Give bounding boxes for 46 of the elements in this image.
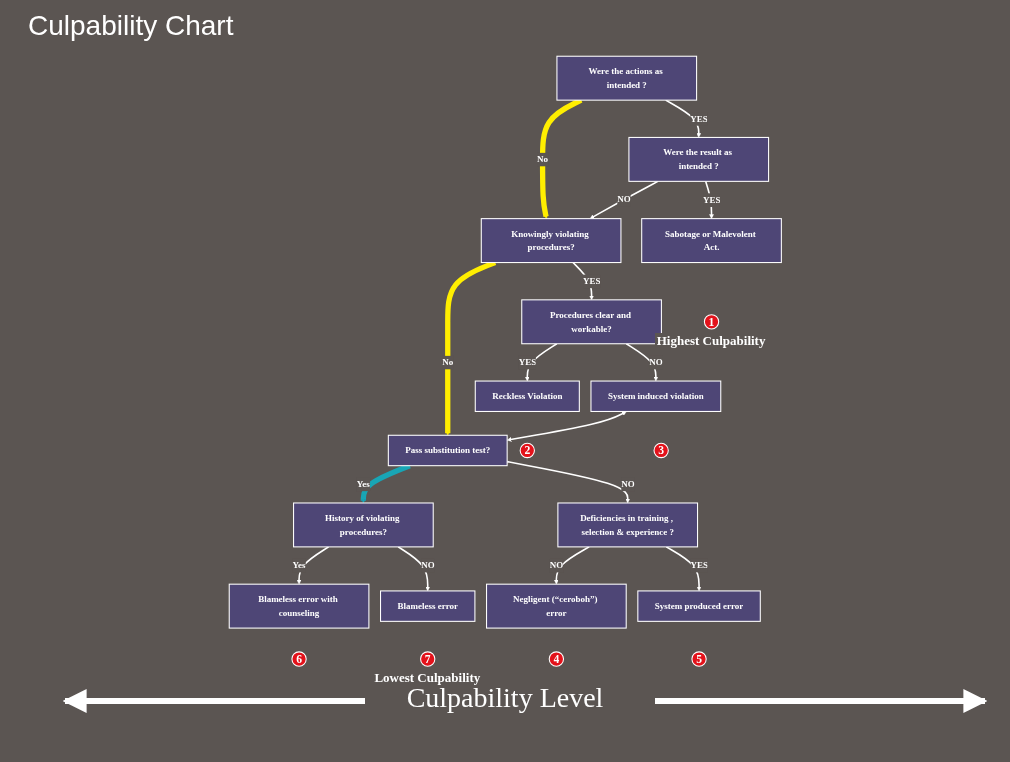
arrow: [506, 411, 627, 442]
arrow: [571, 261, 594, 301]
node-box: Pass substitution test?: [387, 434, 508, 467]
arrow: [296, 546, 330, 585]
arrow: [665, 546, 702, 592]
level-caption: Highest Culpability: [654, 332, 768, 349]
edge-label: YES: [690, 560, 708, 571]
edge-label: Yes: [292, 560, 306, 571]
arrow: [506, 460, 630, 504]
edge-label: YES: [518, 357, 536, 368]
node-box: System induced violation: [590, 380, 721, 412]
chart-title: Culpability Chart: [28, 10, 234, 42]
node-box: History of violating procedures?: [292, 502, 434, 548]
node-box: Reckless Violation: [474, 380, 580, 412]
node-circle: 6: [291, 651, 307, 667]
edge-label: YES: [582, 276, 601, 287]
edge-label: NO: [616, 194, 631, 205]
edge-label: No: [536, 154, 548, 165]
arrow: [589, 180, 659, 219]
node-box: Sabotage or Malevolent Act.: [640, 218, 782, 264]
node-circle: 7: [419, 651, 436, 667]
node-circle: 3: [653, 442, 669, 459]
edge-label: NO: [549, 560, 564, 571]
arrow: [524, 342, 558, 382]
node-box: Deficiencies in training , selection & experience ?: [557, 502, 698, 548]
edge-label: NO: [420, 560, 435, 571]
node-box: Blameless error: [379, 590, 476, 622]
node-box: System produced error: [637, 590, 761, 622]
arrow: [625, 342, 658, 382]
node-box: Negligent (“ceroboh”) error: [485, 583, 627, 629]
node-circle: 5: [691, 651, 707, 667]
node-box: Blameless error with counseling: [228, 583, 370, 629]
edge-label: YES: [689, 113, 708, 124]
edge-label: YES: [702, 194, 721, 205]
edge-label: NO: [620, 479, 635, 490]
node-circle: 2: [519, 442, 535, 459]
node-circle: 1: [703, 314, 719, 330]
arrow: [553, 546, 590, 585]
edge-label: No: [441, 357, 453, 368]
arrow: [397, 546, 430, 592]
node-circle: 4: [548, 651, 564, 667]
edge-label: NO: [649, 357, 663, 368]
node-box: Were the actions as intended ?: [556, 55, 697, 101]
node-box: Were the result as intended ?: [628, 136, 769, 182]
edge-label: Yes: [356, 479, 370, 490]
node-box: Knowingly violating procedures?: [480, 218, 622, 264]
